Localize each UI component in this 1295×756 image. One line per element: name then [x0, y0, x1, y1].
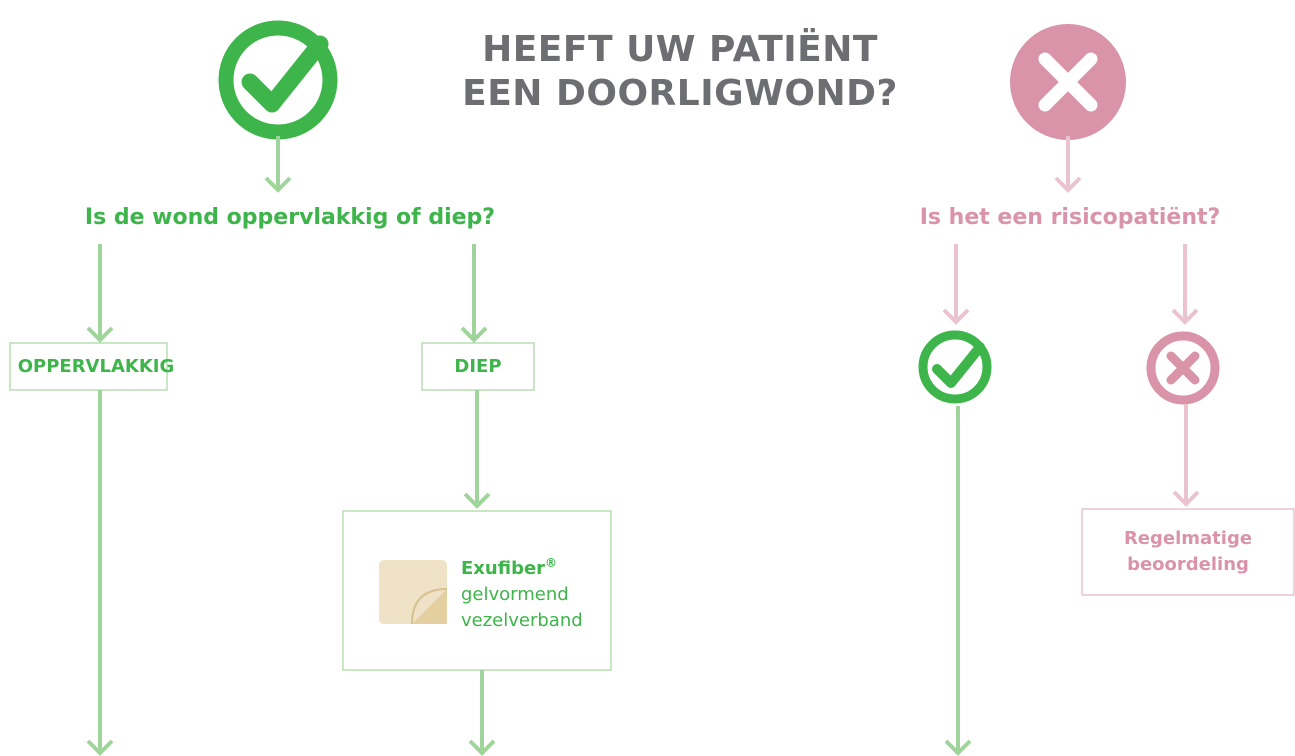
page-title: HEEFT UW PATIËNT EEN DOORLIGWOND?	[440, 28, 920, 116]
arrow-down	[86, 244, 114, 343]
title-line-1: HEEFT UW PATIËNT	[482, 29, 878, 70]
arrow-down	[86, 390, 114, 756]
registered-mark: ®	[545, 556, 558, 570]
check-circle-icon	[918, 330, 992, 404]
arrow-down	[944, 406, 972, 756]
review-box	[1081, 508, 1295, 596]
check-circle-icon	[218, 20, 338, 140]
superficial-label: OPPERVLAKKIG	[17, 356, 175, 377]
arrow-down	[942, 244, 970, 325]
product-description: gelvormend vezelverband	[461, 582, 583, 634]
deep-label: DIEP	[454, 356, 502, 377]
product-box	[342, 510, 612, 671]
arrow-down	[1172, 404, 1200, 507]
review-line-1: Regelmatige	[1123, 528, 1253, 549]
regular-review-label: Regelmatige beoordeling	[1082, 526, 1294, 578]
arrow-down	[264, 136, 292, 193]
arrow-down	[463, 390, 491, 509]
x-circle-icon	[1146, 331, 1220, 405]
dressing-image	[379, 560, 448, 625]
x-circle-icon	[1010, 24, 1126, 140]
review-line-2: beoordeling	[1127, 554, 1249, 575]
product-desc-line-1: gelvormend	[461, 584, 569, 605]
wound-depth-question: Is de wond oppervlakkig of diep?	[84, 205, 496, 230]
superficial-box	[9, 342, 168, 391]
arrow-down	[460, 244, 488, 343]
product-desc-line-2: vezelverband	[461, 610, 583, 631]
arrow-down	[1171, 244, 1199, 325]
arrow-down	[468, 670, 496, 756]
title-line-2: EEN DOORLIGWOND?	[462, 73, 898, 114]
risk-patient-question: Is het een risicopatiënt?	[919, 205, 1221, 230]
product-name-text: Exufiber	[461, 558, 546, 579]
arrow-down	[1054, 136, 1082, 193]
product-name: Exufiber®	[461, 556, 557, 579]
